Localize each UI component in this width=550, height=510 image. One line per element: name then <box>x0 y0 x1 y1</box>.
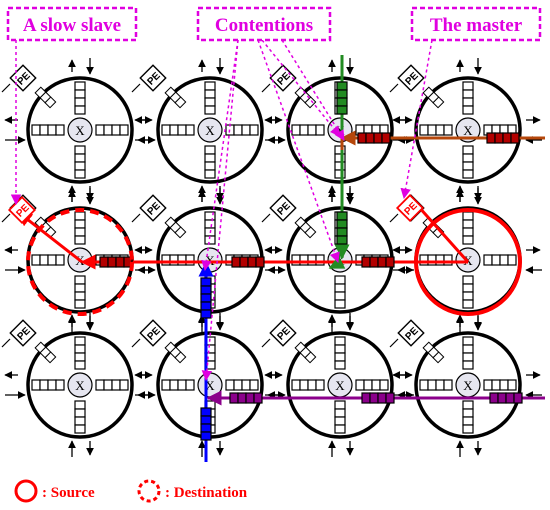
pe-tile-highlight: PE <box>7 195 37 225</box>
callout-master: The master <box>410 6 542 42</box>
router-node: X PE <box>1 313 154 457</box>
crossbar-label: X <box>335 378 345 393</box>
pe-buffer <box>34 216 57 239</box>
pe-buffer <box>34 341 57 364</box>
red-path-to-pe <box>16 210 83 264</box>
pe-tile: PE <box>269 194 297 222</box>
pe-tile: PE <box>139 194 167 222</box>
pe-tile: PE <box>9 319 37 347</box>
legend: : Source : Destination <box>14 479 248 503</box>
source-ring <box>414 208 522 316</box>
pointer-contention <box>261 39 341 137</box>
legend-source-text: : Source <box>42 485 95 501</box>
router-node: X PE <box>389 313 542 457</box>
crossbar-circle <box>197 117 223 143</box>
router-node: X PE <box>261 58 414 202</box>
pointer-master <box>400 39 433 200</box>
legend-destination-symbol <box>137 479 161 503</box>
pe-buffer <box>422 341 445 364</box>
crossbar-label: X <box>75 123 85 138</box>
pe-tile: PE <box>269 319 297 347</box>
pe-buffer <box>164 216 187 239</box>
crossbar-circle <box>67 117 93 143</box>
pointer-contention <box>281 39 345 141</box>
destination-ring <box>26 208 134 316</box>
pe-buffer <box>164 341 187 364</box>
callout-contentions-text: Contentions <box>215 15 313 36</box>
crossbar-label: X <box>75 378 85 393</box>
crossbar-circle <box>455 117 481 143</box>
crossbar-label: X <box>335 123 345 138</box>
pe-buffer <box>164 86 187 109</box>
pe-buffer <box>422 86 445 109</box>
legend-destination-text: : Destination <box>165 485 248 501</box>
pe-buffer <box>294 341 317 364</box>
pe-tile: PE <box>139 64 167 92</box>
router-ring <box>26 76 134 184</box>
crossbar-label: X <box>463 123 473 138</box>
pe-buffer <box>34 86 57 109</box>
router-node: X PE <box>1 58 154 202</box>
pe-tile: PE <box>139 319 167 347</box>
callout-slow-slave: A slow slave <box>6 6 138 42</box>
pe-tile-highlight: PE <box>395 193 425 223</box>
pe-tile: PE <box>397 319 425 347</box>
callout-master-text: The master <box>430 15 523 36</box>
crossbar-circle <box>67 372 93 398</box>
traffic-paths <box>16 55 545 462</box>
router-node: X PE <box>389 58 542 202</box>
crossbar-label: X <box>205 123 215 138</box>
router-ring <box>156 76 264 184</box>
router-ring <box>286 76 394 184</box>
callout-contentions: Contentions <box>196 6 332 42</box>
router-node: X PE <box>261 313 414 457</box>
callout-slow-slave-text: A slow slave <box>23 15 121 36</box>
legend-source-symbol <box>14 479 38 503</box>
pe-buffer <box>294 216 317 239</box>
crossbar-label: X <box>463 378 473 393</box>
pe-tile: PE <box>397 64 425 92</box>
pe-buffer <box>294 86 317 109</box>
pointer-contention <box>201 39 239 272</box>
router-ring <box>26 331 134 439</box>
pe-tile: PE <box>9 64 37 92</box>
router-ring <box>286 331 394 439</box>
pointer-contention <box>201 39 239 382</box>
router-ring <box>414 331 522 439</box>
pe-tile: PE <box>269 64 297 92</box>
overlay-layer: PE PE <box>7 39 522 382</box>
router-node: X PE <box>131 58 284 202</box>
crossbar-label: X <box>205 378 215 393</box>
red-path-from-pe <box>416 205 470 263</box>
